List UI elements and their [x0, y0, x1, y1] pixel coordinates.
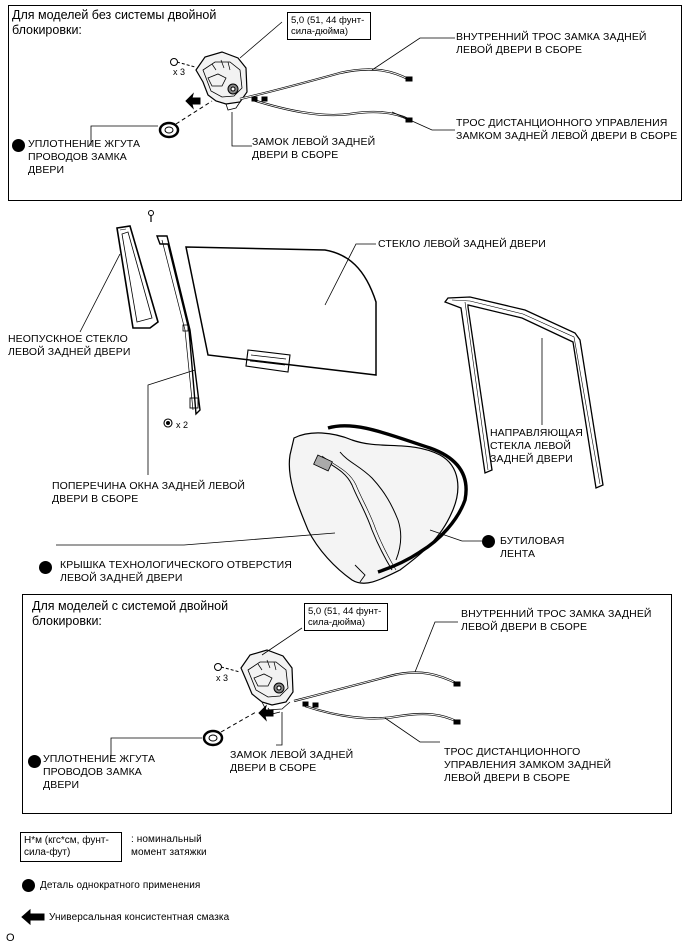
top-section-frame: [8, 5, 682, 201]
top-seal: [158, 100, 213, 139]
butyl-single-use-icon: [482, 535, 495, 548]
bottom-bolt-qty: x 3: [216, 673, 229, 683]
legend-single-use-label: Деталь однократного применения: [40, 880, 201, 891]
bottom-seal: [202, 711, 257, 747]
sash-bolt-icon: [163, 418, 173, 428]
legend-torque-unit: Н*м (кгс*см, фунт- сила-фут): [20, 832, 122, 862]
bottom-remote-cable-label: ТРОС ДИСТАНЦИОННОГО УПРАВЛЕНИЯ ЗАМКОМ ЗА…: [444, 746, 612, 784]
bottom-seal-label: УПЛОТНЕНИЕ ЖГУТА ПРОВОДОВ ЗАМКА ДВЕРИ: [43, 753, 156, 791]
door-glass-label: СТЕКЛО ЛЕВОЙ ЗАДНЕЙ ДВЕРИ: [378, 238, 546, 250]
top-lock-label: ЗАМОК ЛЕВОЙ ЗАДНЕЙ ДВЕРИ В СБОРЕ: [252, 136, 376, 161]
glass-run-label: НАПРАВЛЯЮЩАЯ СТЕКЛА ЛЕВОЙ ЗАДНЕЙ ДВЕРИ: [490, 427, 583, 465]
top-inner-cable-label: ВНУТРЕННИЙ ТРОС ЗАМКА ЗАДНЕЙ ЛЕВОЙ ДВЕРИ…: [456, 31, 647, 56]
bottom-bolt-icon: [214, 663, 241, 673]
window-sash: [155, 235, 201, 416]
top-grease-arrow-icon: [185, 92, 201, 110]
top-seal-single-use-icon: [12, 139, 25, 152]
sash-bolt-qty: x 2: [176, 420, 189, 430]
sash-label: ПОПЕРЕЧИНА ОКНА ЗАДНЕЙ ЛЕВОЙ ДВЕРИ В СБО…: [52, 480, 246, 505]
top-bolt-icon: [170, 58, 196, 68]
butyl-tape-label: БУТИЛОВАЯ ЛЕНТА: [500, 535, 565, 560]
bottom-torque-spec: 5,0 (51, 44 фунт- сила-дюйма): [304, 603, 388, 631]
bottom-section-heading: Для моделей с системой двойной блокировк…: [32, 599, 229, 628]
fixed-glass: [116, 225, 159, 329]
fixed-glass-label: НЕОПУСКНОЕ СТЕКЛО ЛЕВОЙ ЗАДНЕЙ ДВЕРИ: [8, 333, 131, 358]
top-remote-cable-label: ТРОС ДИСТАНЦИОННОГО УПРАВЛЕНИЯ ЗАМКОМ ЗА…: [456, 117, 678, 142]
top-lock-assembly: [195, 51, 248, 111]
bottom-grease-arrow-icon: [258, 704, 274, 722]
bottom-lock-assembly: [240, 649, 294, 715]
bottom-inner-cable-label: ВНУТРЕННИЙ ТРОС ЗАМКА ЗАДНЕЙ ЛЕВОЙ ДВЕРИ…: [461, 608, 652, 633]
figure-id: O: [6, 932, 15, 944]
bottom-leaders: [110, 621, 458, 759]
legend-grease-arrow-icon: [21, 908, 45, 926]
bottom-lock-label: ЗАМОК ЛЕВОЙ ЗАДНЕЙ ДВЕРИ В СБОРЕ: [230, 749, 354, 774]
top-leaders: [90, 21, 455, 147]
service-cover-label: КРЫШКА ТЕХНОЛОГИЧЕСКОГО ОТВЕРСТИЯ ЛЕВОЙ …: [60, 559, 292, 584]
door-glass: [185, 246, 377, 376]
service-cover-single-use-icon: [39, 561, 52, 574]
top-torque-spec: 5,0 (51, 44 фунт- сила-дюйма): [287, 12, 371, 40]
top-section-heading: Для моделей без системы двойной блокиров…: [12, 8, 217, 37]
legend-grease-label: Универсальная консистентная смазка: [49, 912, 230, 923]
legend-single-use-icon: [22, 879, 35, 892]
top-bolt-qty: x 3: [173, 67, 186, 77]
bottom-seal-single-use-icon: [28, 755, 41, 768]
service-hole-cover: [288, 424, 468, 584]
legend-torque-description: : номинальный момент затяжки: [131, 834, 207, 858]
middle-leaders: [56, 243, 543, 546]
sash-screw-icon: [148, 210, 154, 222]
bottom-cables: [293, 671, 461, 725]
glass-run: [443, 296, 604, 489]
bottom-section-frame: [22, 594, 672, 814]
top-seal-label: УПЛОТНЕНИЕ ЖГУТА ПРОВОДОВ ЗАМКА ДВЕРИ: [28, 138, 141, 176]
